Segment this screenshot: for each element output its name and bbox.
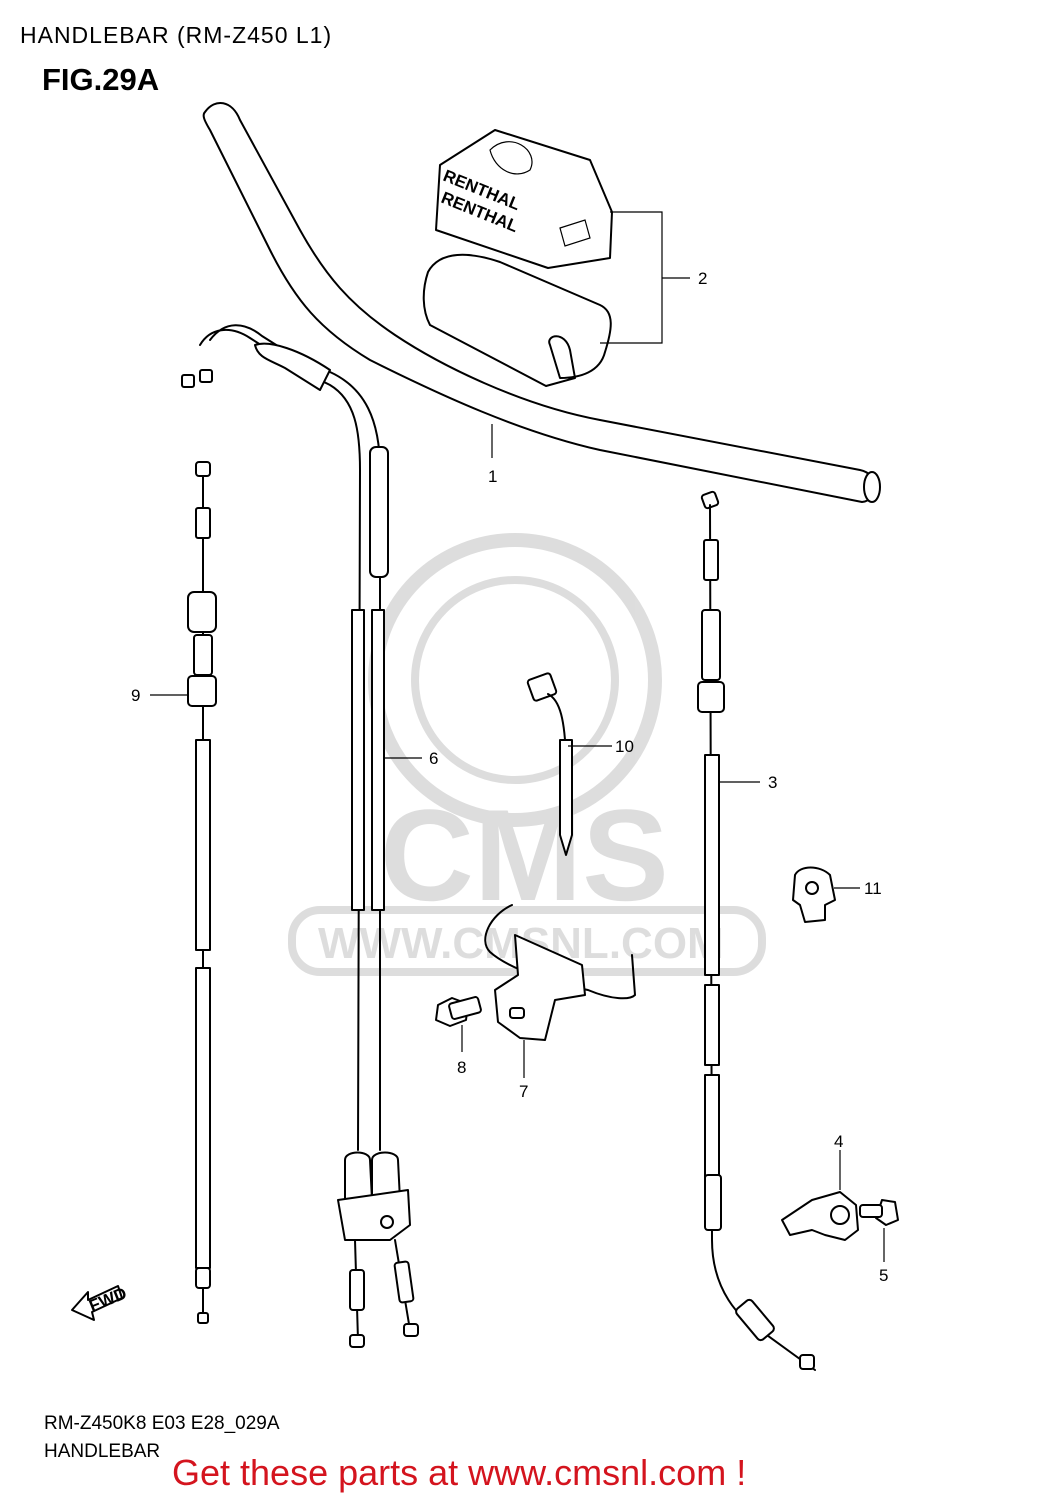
callout-2: 2 — [698, 269, 707, 288]
cable-bracket[interactable] — [484, 904, 636, 1041]
callout-6: 6 — [429, 749, 438, 768]
callout-10: 10 — [615, 737, 634, 756]
bolt-5[interactable] — [859, 1199, 899, 1226]
kill-switch-wire[interactable] — [526, 672, 573, 856]
callout-7: 7 — [519, 1082, 528, 1101]
forward-arrow-icon: FWD — [71, 1284, 129, 1321]
watermark-logo-text: CMS — [380, 782, 669, 928]
handlebar[interactable] — [202, 102, 881, 503]
promo-link[interactable]: Get these parts at www.cmsnl.com ! — [172, 1452, 747, 1493]
callout-3: 3 — [768, 773, 777, 792]
leader-lines — [150, 211, 885, 1262]
figure-number: FIG.29A — [42, 62, 160, 97]
cable-guide[interactable] — [781, 1191, 859, 1241]
hot-start-cable[interactable] — [187, 461, 217, 1324]
callout-11: 11 — [864, 879, 882, 898]
callout-9: 9 — [131, 686, 140, 705]
handlebar-pad[interactable] — [422, 253, 612, 387]
bolt-8[interactable] — [435, 996, 482, 1027]
fwd-label: FWD — [86, 1284, 129, 1316]
callout-4: 4 — [834, 1132, 843, 1151]
callout-1: 1 — [488, 467, 497, 486]
callout-numbers: 1 2 3 4 5 6 7 8 9 10 11 — [131, 269, 888, 1285]
throttle-cable[interactable] — [181, 324, 419, 1348]
diagram-name: HANDLEBAR — [44, 1441, 161, 1462]
page-title: HANDLEBAR (RM-Z450 L1) — [20, 22, 333, 48]
diagram-code: RM-Z450K8 E03 E28_029A — [44, 1413, 280, 1434]
cable-clamp[interactable] — [792, 866, 836, 923]
clutch-cable[interactable] — [697, 490, 816, 1371]
handlebar-pad-cover[interactable]: RENTHAL RENTHAL — [435, 129, 613, 269]
callout-8: 8 — [457, 1058, 466, 1077]
callout-5: 5 — [879, 1266, 888, 1285]
